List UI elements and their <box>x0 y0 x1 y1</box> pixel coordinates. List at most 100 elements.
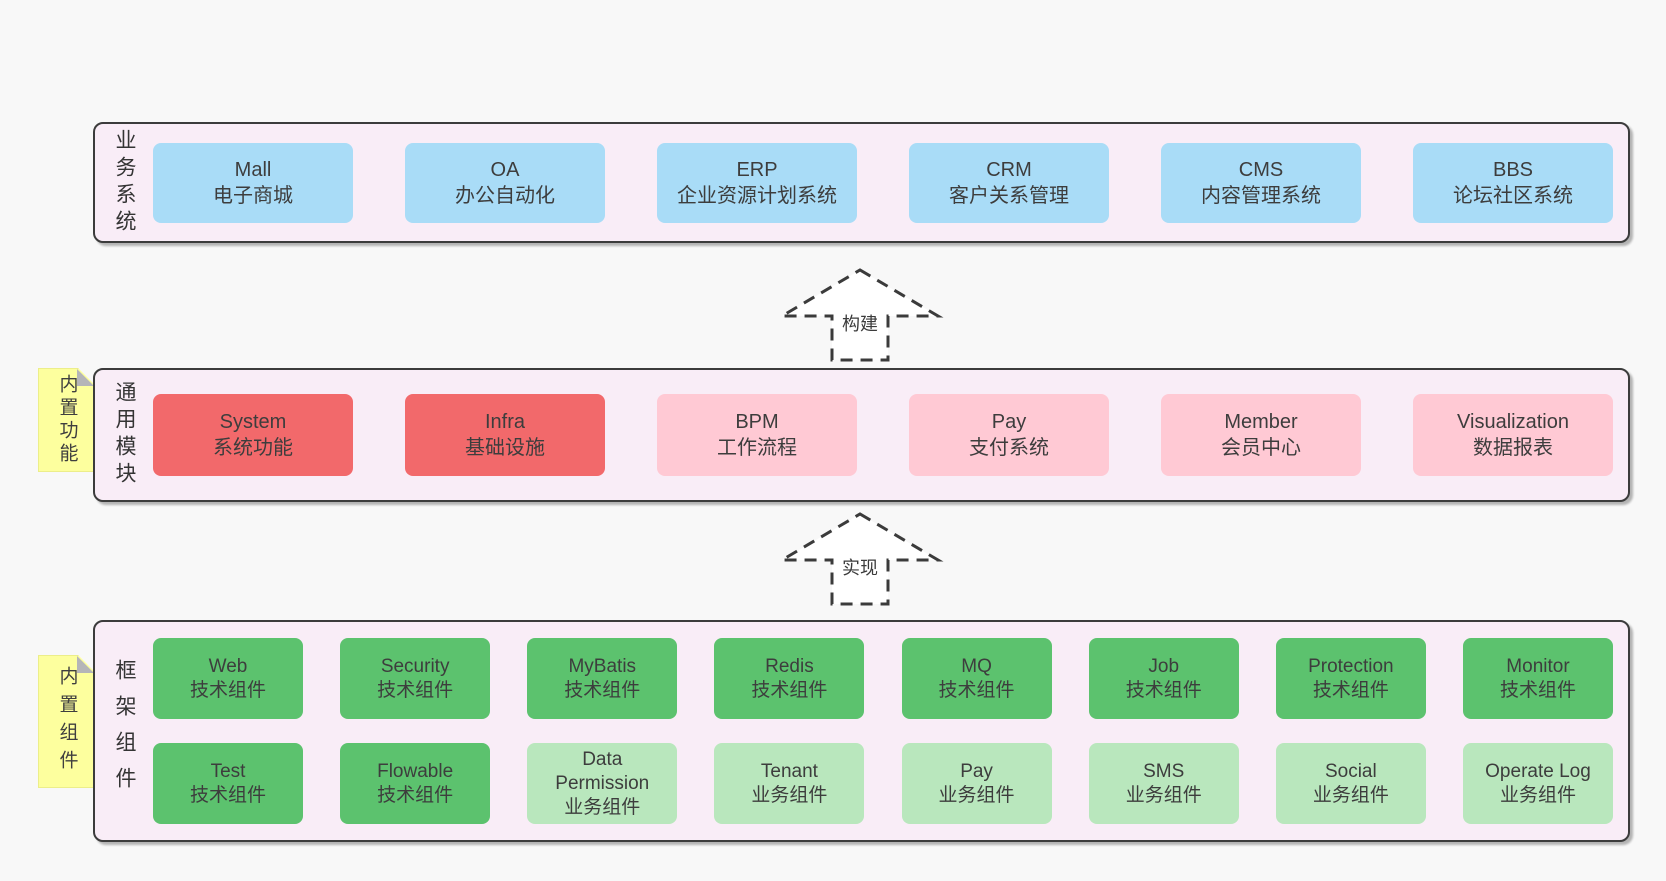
box-title: Infra <box>484 411 526 433</box>
box-oa: OA 办公自动化 <box>405 142 605 223</box>
box-crm: CRM 客户关系管理 <box>909 142 1109 223</box>
sticky-built-in-features: 内置功能 <box>38 368 95 472</box>
box-job: Job 技术组件 <box>1088 638 1239 719</box>
implement-arrow: 实现 <box>776 512 944 606</box>
box-title: Security <box>380 655 450 677</box>
box-title: Pay <box>991 411 1027 433</box>
box-subtitle: 支付系统 <box>969 437 1049 459</box>
sticky-built-in-components: 内置组件 <box>38 655 95 788</box>
band-label-business-systems: 业务系统 <box>113 128 136 237</box>
box-sms: SMS 业务组件 <box>1088 743 1239 824</box>
box-subtitle: 技术组件 <box>1125 679 1202 701</box>
box-subtitle: 会员中心 <box>1221 437 1301 459</box>
box-title: Visualization <box>1457 411 1569 433</box>
box-title: Tenant <box>760 760 818 782</box>
folded-corner-icon <box>77 656 94 673</box>
band-label-framework-components: 框架组件 <box>113 659 136 803</box>
box-operate-log: Operate Log 业务组件 <box>1462 743 1613 824</box>
box-subtitle: 技术组件 <box>564 679 641 701</box>
box-pay-business: Pay 业务组件 <box>901 743 1052 824</box>
business-components-row: Test 技术组件 Flowable 技术组件 Data Permission … <box>153 743 1613 824</box>
box-title: ERP <box>736 158 778 181</box>
box-title: BBS <box>1492 158 1534 181</box>
box-title: Member <box>1224 411 1298 433</box>
box-infra: Infra 基础设施 <box>405 394 605 476</box>
box-subtitle: 系统功能 <box>213 437 293 459</box>
arrow-up-icon <box>776 268 944 362</box>
box-subtitle: 业务组件 <box>751 784 828 806</box>
sticky-label: 内置功能 <box>56 374 78 466</box>
box-subtitle: 技术组件 <box>377 784 454 806</box>
box-mq: MQ 技术组件 <box>901 638 1052 719</box>
band-label-wrap: 框架组件 <box>95 622 153 840</box>
box-tenant: Tenant 业务组件 <box>714 743 865 824</box>
framework-components-boxes: Web 技术组件 Security 技术组件 MyBatis 技术组件 Redi… <box>153 622 1628 840</box>
box-title: Job <box>1148 655 1180 677</box>
folded-corner-icon <box>77 369 94 386</box>
band-label-wrap: 业务系统 <box>95 124 153 241</box>
box-subtitle: 客户关系管理 <box>949 184 1069 207</box>
box-subtitle: 业务组件 <box>564 796 641 818</box>
box-subtitle: 技术组件 <box>189 784 266 806</box>
arrow-up-icon <box>776 512 944 606</box>
box-title: CMS <box>1238 158 1284 181</box>
box-subtitle: 工作流程 <box>717 437 797 459</box>
box-protection: Protection 技术组件 <box>1275 638 1426 719</box>
box-subtitle: 业务组件 <box>1499 784 1576 806</box>
box-data-permission: Data Permission 业务组件 <box>527 743 678 824</box>
box-system: System 系统功能 <box>153 394 353 476</box>
band-business-systems: 业务系统 Mall 电子商城 OA 办公自动化 ERP 企业资源计划系统 CRM… <box>93 122 1630 243</box>
box-title: Mall <box>234 158 272 181</box>
box-bbs: BBS 论坛社区系统 <box>1413 142 1613 223</box>
box-title: Social <box>1324 760 1377 782</box>
band-label-wrap: 通用模块 <box>95 370 153 500</box>
box-title: Monitor <box>1506 655 1570 677</box>
sticky-label: 内置组件 <box>56 665 78 778</box>
box-social: Social 业务组件 <box>1275 743 1426 824</box>
box-test: Test 技术组件 <box>153 743 303 824</box>
common-modules-boxes: System 系统功能 Infra 基础设施 BPM 工作流程 Pay 支付系统… <box>153 370 1628 500</box>
box-security: Security 技术组件 <box>340 638 491 719</box>
box-subtitle: 电子商城 <box>213 184 293 207</box>
box-title: Test <box>210 760 246 782</box>
box-erp: ERP 企业资源计划系统 <box>657 142 857 223</box>
box-subtitle: 业务组件 <box>1125 784 1202 806</box>
box-web: Web 技术组件 <box>153 638 303 719</box>
box-title: Protection <box>1308 655 1394 677</box>
box-title: System <box>219 411 287 433</box>
box-visualization: Visualization 数据报表 <box>1413 394 1613 476</box>
box-member: Member 会员中心 <box>1161 394 1361 476</box>
box-title: MQ <box>961 655 992 677</box>
box-title: Data Permission <box>555 748 650 794</box>
box-cms: CMS 内容管理系统 <box>1161 142 1361 223</box>
box-title: OA <box>490 158 520 181</box>
box-subtitle: 企业资源计划系统 <box>677 184 837 207</box>
box-title: BPM <box>735 411 779 433</box>
box-mall: Mall 电子商城 <box>153 142 353 223</box>
box-title: Flowable <box>377 760 454 782</box>
box-monitor: Monitor 技术组件 <box>1462 638 1613 719</box>
box-title: Redis <box>765 655 814 677</box>
implement-arrow-label: 实现 <box>842 558 878 578</box>
box-subtitle: 办公自动化 <box>455 184 555 207</box>
box-subtitle: 基础设施 <box>465 437 545 459</box>
box-subtitle: 技术组件 <box>377 679 454 701</box>
box-subtitle: 业务组件 <box>938 784 1015 806</box>
box-subtitle: 业务组件 <box>1312 784 1389 806</box>
build-arrow-label: 构建 <box>842 314 878 334</box>
technical-components-row: Web 技术组件 Security 技术组件 MyBatis 技术组件 Redi… <box>153 638 1613 719</box>
box-pay: Pay 支付系统 <box>909 394 1109 476</box>
box-subtitle: 数据报表 <box>1473 437 1553 459</box>
box-title: Pay <box>960 760 993 782</box>
box-subtitle: 技术组件 <box>1312 679 1389 701</box>
box-bpm: BPM 工作流程 <box>657 394 857 476</box>
box-mybatis: MyBatis 技术组件 <box>527 638 678 719</box>
band-common-modules: 通用模块 System 系统功能 Infra 基础设施 BPM 工作流程 Pay… <box>93 368 1630 502</box>
band-label-common-modules: 通用模块 <box>113 381 136 489</box>
box-subtitle: 内容管理系统 <box>1201 184 1321 207</box>
box-flowable: Flowable 技术组件 <box>340 743 491 824</box>
box-subtitle: 技术组件 <box>1499 679 1576 701</box>
band-framework-components: 框架组件 Web 技术组件 Security 技术组件 MyBatis 技术组件… <box>93 620 1630 842</box>
box-title: MyBatis <box>568 655 637 677</box>
